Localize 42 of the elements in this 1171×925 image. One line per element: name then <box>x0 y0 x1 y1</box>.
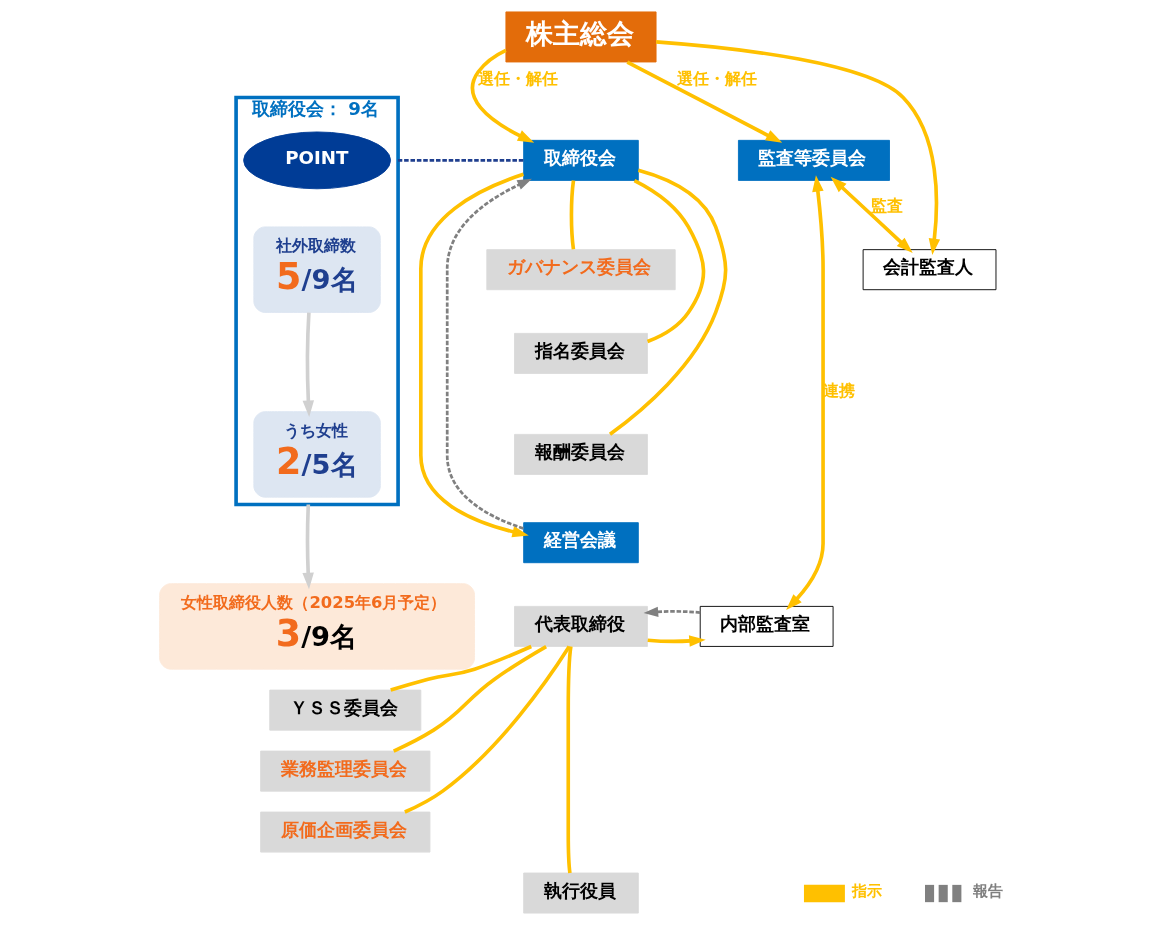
arrow <box>830 176 913 254</box>
arrow <box>625 60 782 143</box>
node-box: 報酬委員会 <box>513 433 648 475</box>
node-ellipse: POINT <box>242 131 391 190</box>
node-box: 会計監査人 <box>862 249 996 291</box>
node-box: 女性取締役人数（2025年6月予定） 3/9名 <box>158 583 475 670</box>
node-box: うち女性 2/5名 <box>252 411 381 498</box>
connector <box>392 645 547 753</box>
node-box: 取締役会 <box>522 139 639 181</box>
connector <box>633 178 705 344</box>
arrow <box>785 175 825 611</box>
arrow <box>302 312 314 417</box>
connector <box>608 168 727 436</box>
edge-label: 監査 <box>870 195 903 215</box>
edge-label: 選任・解任 <box>676 69 757 89</box>
edge-label: 選任・解任 <box>477 69 558 89</box>
connector <box>565 646 573 874</box>
node-box: ガバナンス委員会 <box>485 249 676 291</box>
arrow <box>655 40 940 255</box>
node-box: ＹＳＳ委員会 <box>268 689 421 731</box>
node-box: 内部監査室 <box>699 605 834 647</box>
arrow <box>301 504 314 590</box>
legend-label: 指示 <box>851 882 882 901</box>
arrow <box>418 172 529 538</box>
arrow <box>470 48 534 143</box>
node-box: 監査等委員会 <box>737 139 890 181</box>
legend-label: 報告 <box>972 882 1003 901</box>
node-box: 執行役員 <box>522 872 639 914</box>
node-box: 業務監理委員会 <box>259 750 430 792</box>
connector <box>389 644 532 692</box>
node-box: 原価企画委員会 <box>259 811 430 853</box>
arrow <box>643 606 700 617</box>
node-box: 株主総会 <box>504 11 657 63</box>
connector <box>569 180 575 250</box>
arrow <box>445 178 532 530</box>
node-box: 指名委員会 <box>513 332 648 374</box>
node-box: 代表取締役 <box>513 605 648 647</box>
connector <box>397 159 523 162</box>
arrow <box>647 635 706 647</box>
node-box: 経営会議 <box>522 522 639 564</box>
connector <box>403 645 571 814</box>
node-box: 社外取締数 5/9名 <box>252 226 381 313</box>
